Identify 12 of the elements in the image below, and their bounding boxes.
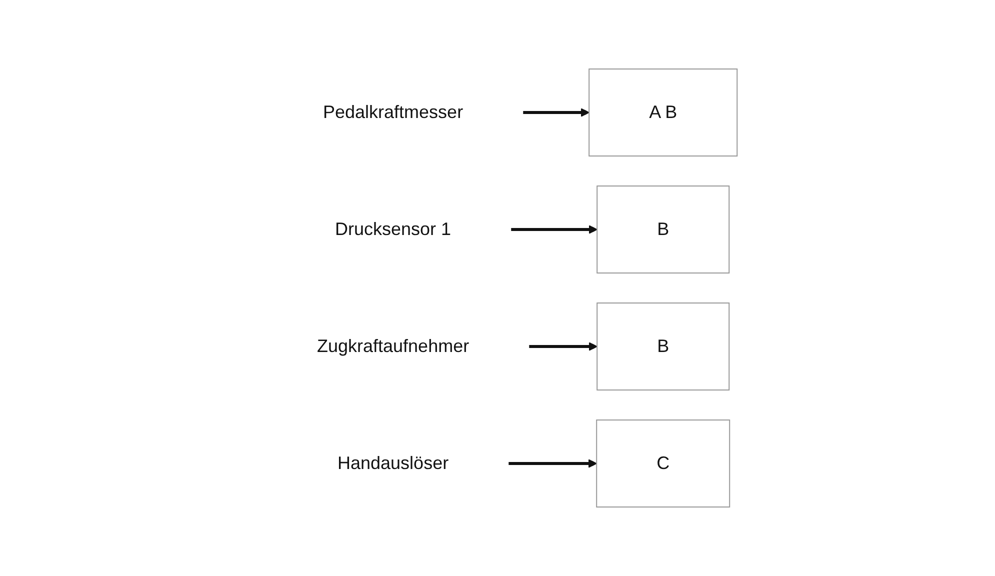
node-box: A B bbox=[589, 68, 738, 156]
arrow bbox=[509, 459, 598, 468]
node-box: C bbox=[596, 420, 731, 508]
node-box: B bbox=[597, 302, 730, 390]
node-text: Pedalkraftmesser bbox=[323, 102, 464, 122]
arrow bbox=[524, 108, 590, 117]
arrow bbox=[512, 225, 598, 234]
node-text: Drucksensor 1 bbox=[335, 219, 452, 239]
node-text: Zugkraftaufnehmer bbox=[317, 336, 470, 356]
node-box: B bbox=[597, 186, 730, 274]
arrow bbox=[530, 342, 598, 351]
node-text: Handauslöser bbox=[338, 453, 450, 473]
